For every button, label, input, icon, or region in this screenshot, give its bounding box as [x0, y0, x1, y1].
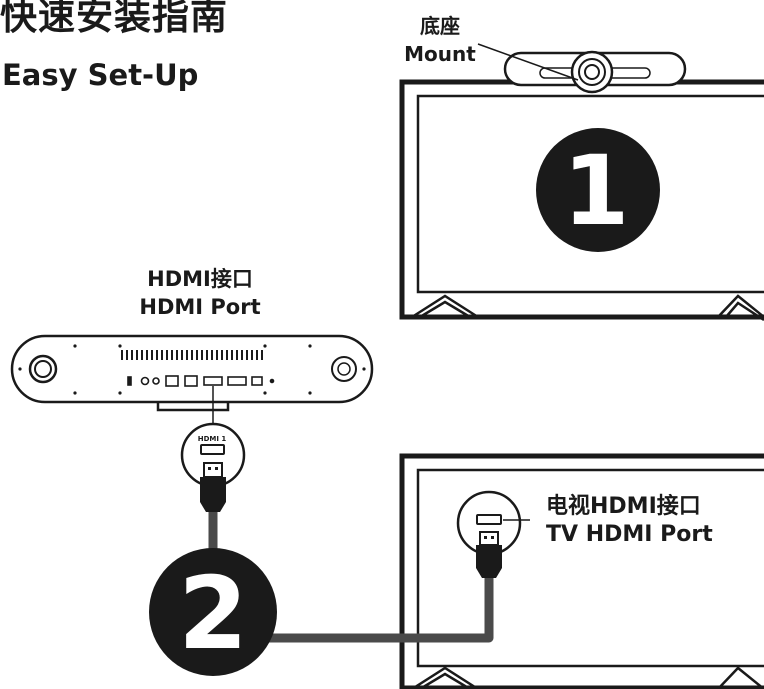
device-left-knob-inner — [34, 360, 52, 378]
device-vent — [121, 350, 263, 360]
tv-hdmi-socket-outline — [476, 514, 502, 525]
step-two-badge: 2 — [149, 548, 277, 676]
tv-plug-pin-left — [484, 536, 487, 539]
device-body — [10, 334, 374, 404]
top-tv-right-stand — [717, 294, 764, 322]
step-two-number: 2 — [178, 555, 248, 672]
tv-hdmi-port-label-en: TV HDMI Port — [546, 522, 713, 547]
ethernet-port-2 — [184, 375, 198, 387]
device-hdmi-port-label-en: HDMI Port — [139, 295, 261, 319]
top-tv-left-stand — [411, 294, 479, 319]
tv-hdmi-plug — [476, 531, 502, 578]
step-one-number: 1 — [563, 135, 630, 247]
device-left-knob — [28, 354, 58, 384]
mount-label: 底座 Mount — [398, 12, 482, 68]
device-hdmi-zoom: HDMI 1 — [180, 422, 246, 488]
tv-plug-body — [476, 545, 502, 578]
usb-port — [251, 376, 263, 386]
device-right-knob — [331, 356, 357, 382]
camera-lens-outer — [570, 50, 614, 94]
tv-plug-pin-right — [491, 536, 494, 539]
mount-label-cn: 底座 — [420, 14, 460, 38]
hdmi-port-2 — [227, 376, 247, 386]
top-tv-screen — [416, 94, 764, 294]
bottom-tv — [399, 453, 764, 689]
mount-camera — [477, 43, 687, 94]
tv-hdmi-port-label-cn: 电视HDMI接口 — [546, 494, 701, 519]
mount-leader-line — [477, 43, 579, 81]
page-title-chinese: 快速安装指南 — [0, 0, 228, 38]
bottom-tv-screen — [416, 468, 764, 668]
camera-lens-mid — [578, 58, 606, 86]
hdmi-socket-outline — [200, 444, 225, 455]
device-right-knob-inner — [337, 362, 351, 376]
ethernet-port-1 — [165, 375, 179, 387]
device-ports — [127, 375, 275, 387]
hdmi-port-1 — [203, 376, 223, 386]
device-bottom-bracket — [156, 402, 230, 412]
device-plug-pin-right — [215, 467, 218, 470]
device-hdmi-port-label: HDMI接口 HDMI Port — [130, 265, 270, 321]
device-plug-body — [200, 477, 226, 512]
mount-label-en: Mount — [404, 42, 476, 66]
bottom-tv-left-stand — [411, 666, 479, 689]
device-hdmi-port-label-cn: HDMI接口 — [147, 267, 253, 291]
cable-segment-tv — [260, 578, 494, 643]
hdmi-1-tag: HDMI 1 — [198, 435, 227, 443]
camera-lens-inner — [584, 64, 600, 80]
step-one-circle — [536, 128, 660, 252]
device-screws — [18, 344, 366, 395]
reset-pinhole — [269, 378, 275, 384]
bottom-tv-right-stand — [717, 666, 764, 689]
device-plug-tip — [203, 462, 223, 478]
tv-hdmi-port-label: 电视HDMI接口 TV HDMI Port — [546, 493, 713, 549]
device-plug-pin-left — [208, 467, 211, 470]
power-port — [127, 376, 132, 386]
tv-plug-tip — [479, 531, 499, 546]
audio-port — [140, 376, 150, 386]
device-hdmi-plug — [200, 462, 226, 512]
bottom-tv-frame — [399, 453, 764, 689]
device-back-panel — [10, 334, 374, 424]
audio-port-2 — [152, 377, 160, 385]
step-one-badge: 1 — [536, 128, 660, 252]
page-title-english: Easy Set-Up — [2, 58, 199, 92]
step-two-circle — [149, 548, 277, 676]
